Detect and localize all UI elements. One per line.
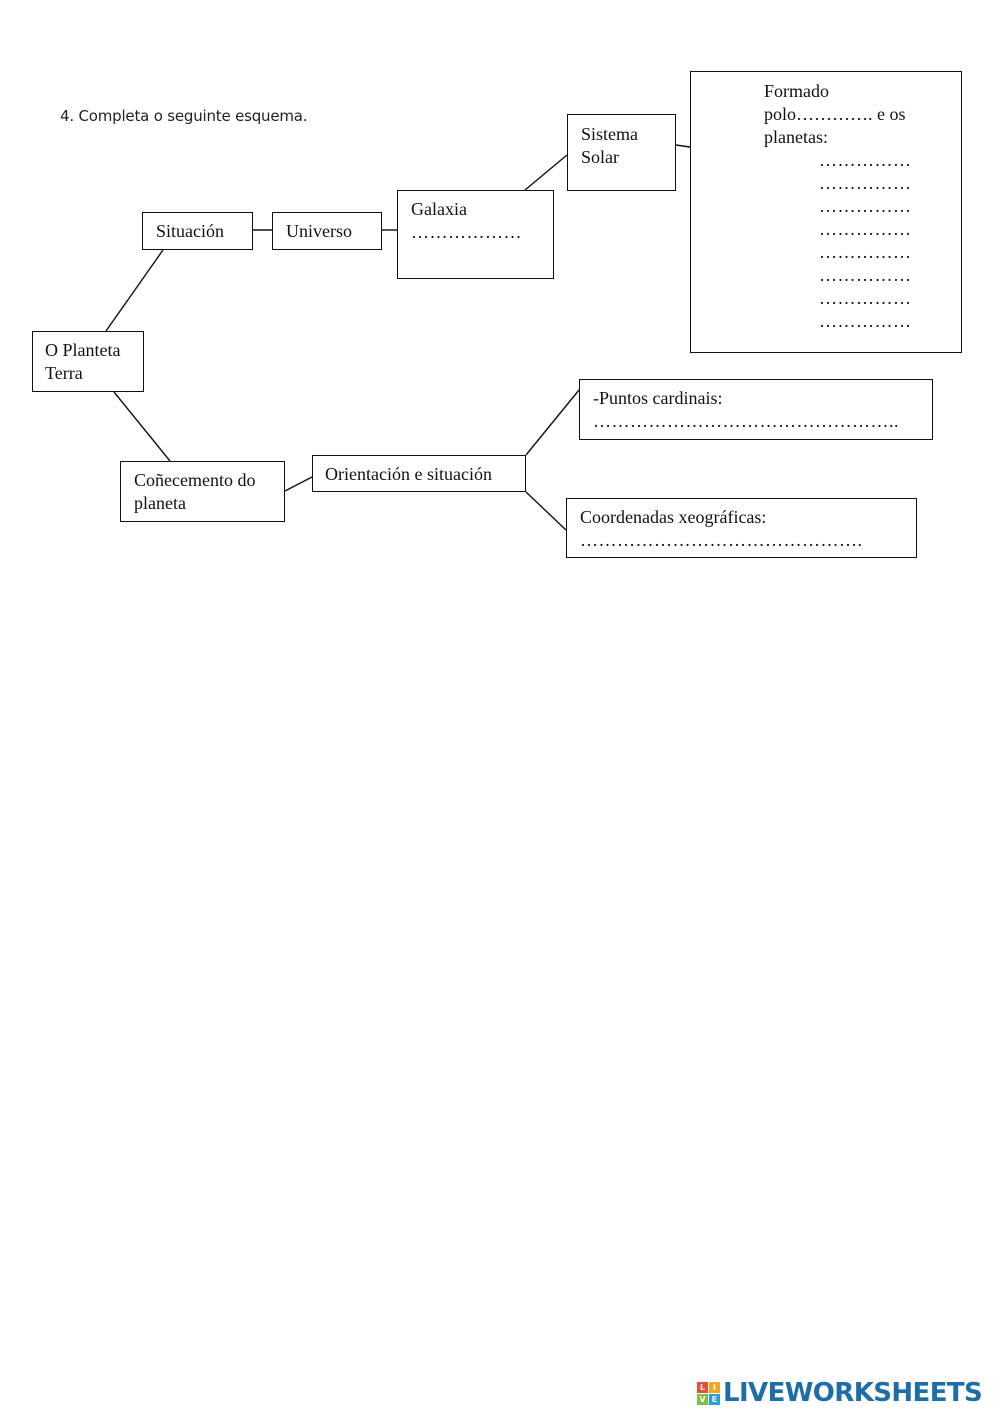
connector-planeta-conecemento xyxy=(113,391,171,462)
instruction-text: 4. Completa o seguinte esquema. xyxy=(60,107,308,125)
node-universo-label: Universo xyxy=(286,221,352,241)
node-formado-line-3: planetas: xyxy=(764,127,828,147)
node-sistema-line-2: Solar xyxy=(581,147,619,167)
connector-orientacion-coordenadas xyxy=(525,491,567,531)
logo-letter-e: E xyxy=(709,1393,720,1405)
logo-letter-v: V xyxy=(697,1393,708,1405)
planet-blank-8[interactable]: …………… xyxy=(819,311,912,331)
node-conecemento-line-1: Coñecemento do xyxy=(134,470,256,490)
node-planeta-terra: O Planteta Terra xyxy=(32,331,144,392)
node-planeta-line-2: Terra xyxy=(45,363,83,383)
logo-letter-l: L xyxy=(697,1381,708,1393)
node-orientacion-label: Orientación e situación xyxy=(325,464,492,484)
planet-blank-1[interactable]: …………… xyxy=(819,150,912,170)
node-puntos-label: -Puntos cardinais: xyxy=(593,388,723,408)
planet-blank-3[interactable]: …………… xyxy=(819,196,912,216)
node-situacion: Situación xyxy=(142,212,253,250)
node-puntos-blank[interactable]: ………………………………………….. xyxy=(593,411,899,431)
planet-blank-2[interactable]: …………… xyxy=(819,173,912,193)
planet-blank-4[interactable]: …………… xyxy=(819,219,912,239)
liveworksheets-icon: L I V E xyxy=(697,1381,720,1405)
node-sistema-line-1: Sistema xyxy=(581,124,638,144)
node-formado: Formado polo…………. e os planetas: …………… …… xyxy=(690,71,962,353)
node-orientacion: Orientación e situación xyxy=(312,455,526,492)
liveworksheets-wordmark: LIVEWORKSHEETS xyxy=(723,1378,983,1408)
node-galaxia-blank[interactable]: ……………… xyxy=(411,222,522,242)
connector-conecemento-orientacion xyxy=(284,476,313,492)
node-coordenadas-blank[interactable]: ………………………………………. xyxy=(580,530,863,550)
node-formado-line-2[interactable]: polo…………. e os xyxy=(764,104,906,124)
node-galaxia-label: Galaxia xyxy=(411,199,467,219)
node-formado-line-1: Formado xyxy=(764,81,829,101)
node-planeta-line-1: O Planteta xyxy=(45,340,121,360)
planet-blank-7[interactable]: …………… xyxy=(819,288,912,308)
node-conecemento-line-2: planeta xyxy=(134,493,186,513)
node-universo: Universo xyxy=(272,212,382,250)
connector-orientacion-puntos xyxy=(525,389,580,456)
liveworksheets-logo: L I V E LIVEWORKSHEETS xyxy=(697,1377,983,1409)
node-coordenadas: Coordenadas xeográficas: ………………………………………… xyxy=(566,498,917,558)
node-galaxia: Galaxia ……………… xyxy=(397,190,554,279)
node-situacion-label: Situación xyxy=(156,221,224,241)
node-puntos-cardinais: -Puntos cardinais: ………………………………………….. xyxy=(579,379,933,440)
logo-letter-i: I xyxy=(709,1381,720,1393)
connector-planeta-situacion xyxy=(105,249,164,332)
node-sistema-solar: Sistema Solar xyxy=(567,114,676,191)
planet-blank-6[interactable]: …………… xyxy=(819,265,912,285)
connector-galaxia-sistema xyxy=(524,154,568,191)
connector-sistema-formado xyxy=(675,144,691,148)
node-coordenadas-label: Coordenadas xeográficas: xyxy=(580,507,767,527)
planet-blank-5[interactable]: …………… xyxy=(819,242,912,262)
node-conecemento: Coñecemento do planeta xyxy=(120,461,285,522)
